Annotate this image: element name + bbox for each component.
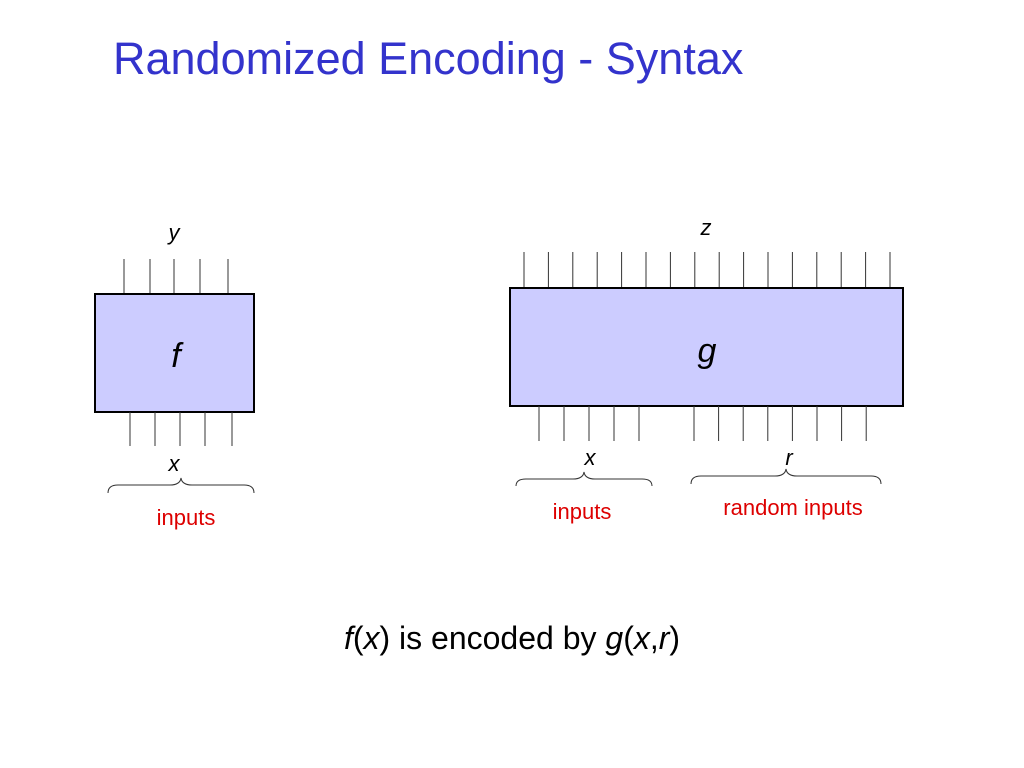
- caption-open-paren-2: (: [623, 620, 634, 656]
- caption-f: f: [343, 620, 353, 656]
- g-inputs-brace: [515, 471, 653, 487]
- caption-close-paren-2: ): [669, 620, 681, 656]
- slide-title: Randomized Encoding - Syntax: [113, 33, 744, 84]
- caption-x-2: x: [633, 620, 650, 656]
- g-input-wires-x: [538, 406, 640, 441]
- g-input-label-x: x: [584, 445, 597, 470]
- caption-open-paren-1: (: [352, 620, 364, 656]
- g-box-label: g: [698, 332, 717, 370]
- g-random-brace: [690, 468, 882, 485]
- caption-x-1: x: [363, 620, 380, 656]
- f-input-label: x: [168, 451, 181, 476]
- f-output-label: y: [167, 220, 182, 245]
- g-input-label-r: r: [785, 445, 794, 470]
- caption-close-paren-1: ): [379, 620, 391, 656]
- caption-r: r: [658, 620, 670, 656]
- caption-comma: ,: [649, 620, 659, 656]
- f-input-wires: [129, 412, 233, 446]
- g-inputs-brace-label: inputs: [553, 499, 612, 524]
- f-output-wires: [123, 259, 229, 294]
- f-inputs-brace-label: inputs: [157, 505, 216, 530]
- f-box: [94, 293, 255, 413]
- caption-g: g: [605, 620, 624, 656]
- g-output-label: z: [700, 215, 712, 240]
- g-box: [509, 287, 904, 407]
- g-random-brace-label: random inputs: [723, 495, 862, 520]
- g-input-wires-r: [693, 406, 867, 441]
- encoding-caption: f(x) is encoded by g(x,r): [0, 620, 1024, 657]
- f-inputs-brace: [107, 477, 255, 494]
- caption-middle-text: is encoded by: [390, 620, 606, 656]
- g-output-wires: [523, 252, 891, 288]
